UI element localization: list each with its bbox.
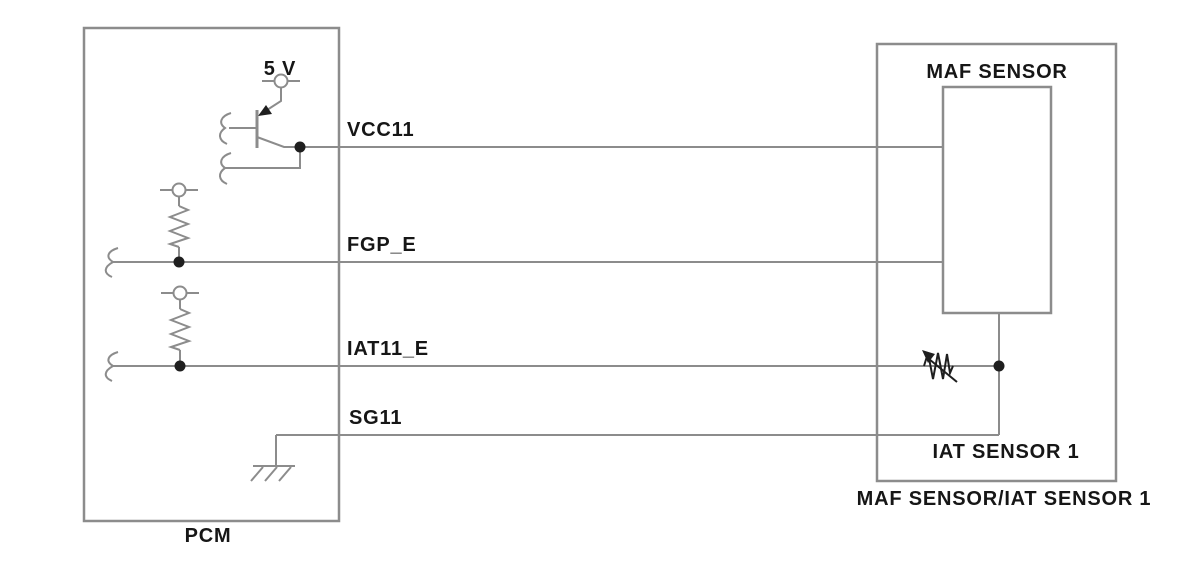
resistor-icon xyxy=(160,182,198,268)
wire-break-icon xyxy=(219,152,232,185)
chassis-ground-icon xyxy=(250,435,295,482)
circle-terminal-icon xyxy=(172,285,188,301)
supply-voltage-label: 5 V xyxy=(264,58,296,80)
resistor-zigzag xyxy=(167,308,192,351)
pcm-label: PCM xyxy=(185,525,232,547)
emitter-wire xyxy=(266,88,282,111)
ground-hatching xyxy=(250,466,292,482)
resistor-zigzag xyxy=(166,205,191,248)
wire-break-icon xyxy=(104,247,119,278)
pin-label-vcc11: VCC11 xyxy=(347,119,414,141)
sensor-module-label: MAF SENSOR/IAT SENSOR 1 xyxy=(857,488,1152,510)
pnp-transistor-icon xyxy=(219,73,306,185)
junction-dot xyxy=(294,141,306,153)
pin-label-fgp-e: FGP_E xyxy=(347,234,417,256)
variable-resistor-icon xyxy=(922,350,958,383)
feedback-wire xyxy=(225,147,301,169)
emitter-arrowhead xyxy=(258,105,272,116)
maf-sensor-box xyxy=(941,85,1053,315)
iat-sensor-label: IAT SENSOR 1 xyxy=(932,441,1079,463)
resistor-icon xyxy=(161,285,199,372)
circle-terminal-icon xyxy=(171,182,187,198)
junction-dot xyxy=(174,360,186,372)
maf-sensor-label: MAF SENSOR xyxy=(926,61,1067,83)
wire-break-icon xyxy=(219,112,232,145)
wire-break-icon xyxy=(104,351,119,382)
thermistor-arrowhead xyxy=(922,350,935,363)
thermistor-arrow-shaft xyxy=(928,358,958,383)
pin-label-sg11: SG11 xyxy=(349,407,402,429)
pcm-box xyxy=(82,26,341,523)
pin-label-iat11-e: IAT11_E xyxy=(347,338,429,360)
junction-dot xyxy=(993,360,1005,372)
collector-wire xyxy=(256,136,300,148)
circle-terminal-icon xyxy=(273,73,289,89)
junction-dot xyxy=(173,256,185,268)
